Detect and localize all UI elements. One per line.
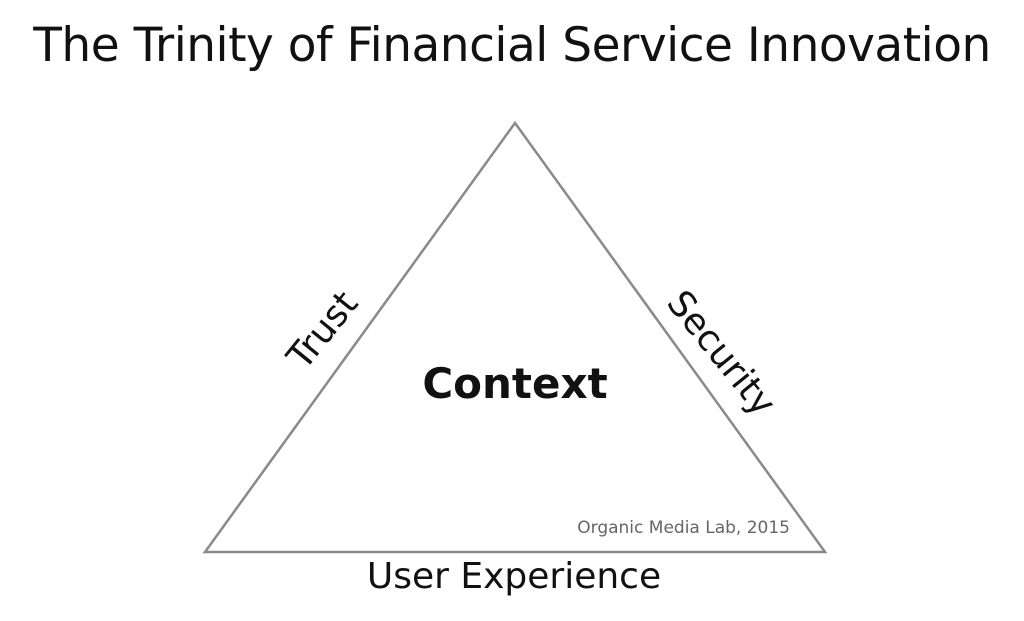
edge-label-user-experience: User Experience xyxy=(366,556,662,597)
center-label-context: Context xyxy=(422,359,608,408)
diagram-title: The Trinity of Financial Service Innovat… xyxy=(33,18,991,73)
triangle-outline xyxy=(202,120,828,554)
credit-text: Organic Media Lab, 2015 xyxy=(577,518,790,538)
